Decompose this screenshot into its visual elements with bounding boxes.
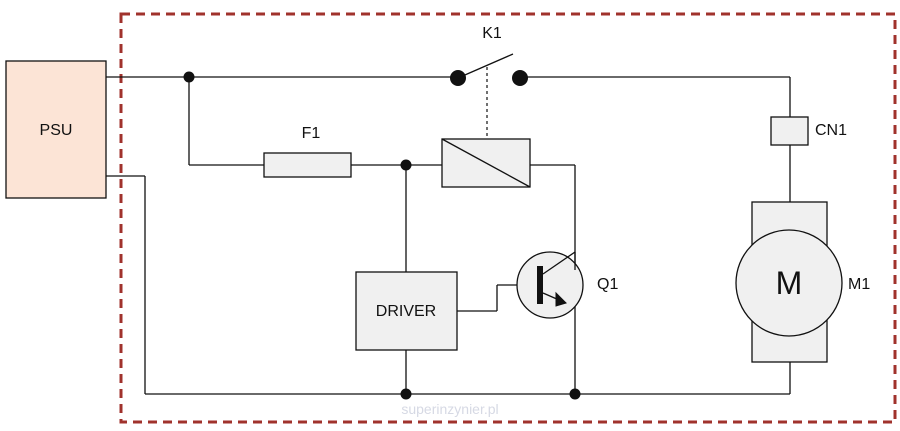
transistor-q1: Q1 <box>516 251 618 319</box>
relay-label: K1 <box>482 25 502 42</box>
wires <box>106 76 791 395</box>
fuse-f1: F1 <box>263 125 352 178</box>
driver-block: DRIVER <box>355 271 458 351</box>
relay-switch-k1: K1 <box>450 25 528 139</box>
psu-label: PSU <box>40 122 73 139</box>
motor-m1: M M1 <box>735 201 870 363</box>
driver-label: DRIVER <box>376 303 436 320</box>
connector-cn1: CN1 <box>770 116 847 146</box>
relay-coil <box>441 138 531 188</box>
connector-label: CN1 <box>815 122 847 139</box>
psu-block: PSU <box>5 60 107 199</box>
enclosure-boundary <box>119 12 897 424</box>
watermark: superinzynier.pl <box>401 401 498 417</box>
motor-label: M1 <box>848 276 870 293</box>
motor-symbol: M <box>776 265 803 301</box>
transistor-label: Q1 <box>597 276 618 293</box>
junction-dots <box>183 71 581 400</box>
fuse-label: F1 <box>302 125 321 142</box>
